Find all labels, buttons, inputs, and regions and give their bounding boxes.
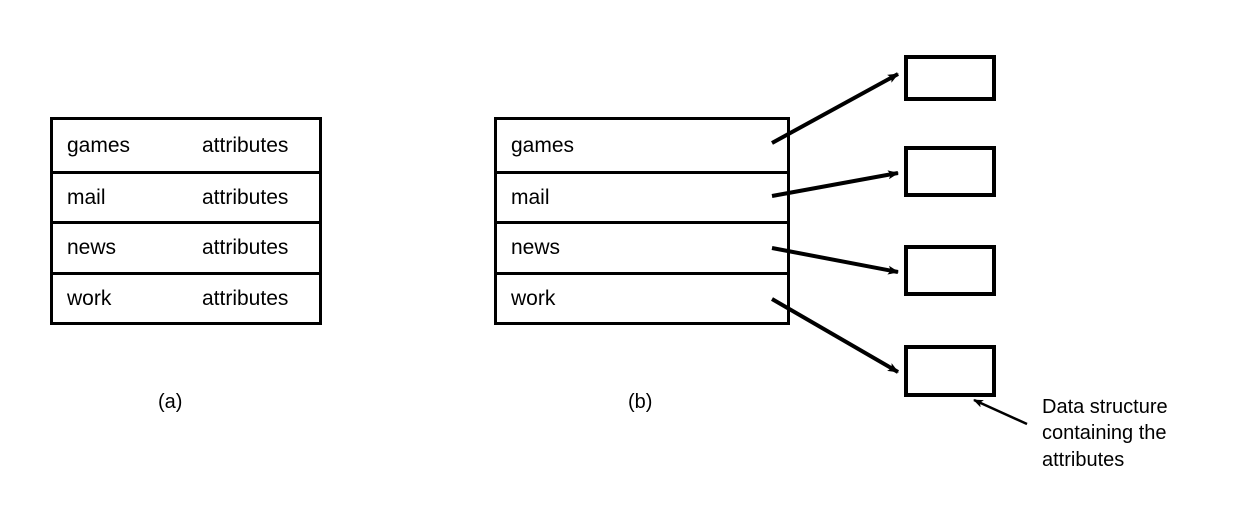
table-cell-key: work: [511, 286, 556, 310]
hash-table-a: games attributes mail attributes news at…: [50, 117, 322, 325]
table-row[interactable]: games attributes: [53, 120, 319, 171]
table-row[interactable]: work attributes: [53, 271, 319, 322]
table-row[interactable]: mail attributes: [53, 170, 319, 221]
pointer-arrow-news: [771, 246, 899, 275]
subcaption-a: (a): [158, 391, 183, 413]
annotation-line-3: attributes: [1042, 448, 1125, 471]
annotation-line-1: Data structure: [1042, 396, 1168, 418]
pointer-arrow-mail: [771, 170, 899, 198]
table-cell-value: attributes: [202, 133, 289, 157]
data-structure-box[interactable]: [904, 245, 996, 296]
table-cell-key: work: [67, 286, 112, 310]
data-structure-box[interactable]: [904, 55, 996, 101]
table-cell-key: mail: [67, 185, 106, 209]
table-cell-key: games: [511, 133, 575, 157]
table-cell-value: attributes: [202, 185, 289, 209]
annotation-leader-line: [973, 398, 1028, 426]
table-row[interactable]: games: [497, 120, 787, 171]
annotation-data-structure: Data structure containing the attributes: [1042, 394, 1168, 473]
table-row[interactable]: work: [497, 271, 787, 322]
data-structure-box[interactable]: [904, 146, 996, 197]
hash-table-b: games mail news work: [494, 117, 790, 325]
table-cell-value: attributes: [202, 286, 289, 310]
table-row[interactable]: mail: [497, 170, 787, 221]
annotation-line-2: containing the: [1042, 422, 1167, 445]
subcaption-b: (b): [628, 391, 653, 413]
table-cell-key: mail: [511, 185, 550, 209]
table-cell-key: games: [67, 133, 131, 157]
table-cell-value: attributes: [202, 236, 289, 260]
table-cell-key: news: [511, 236, 561, 260]
pointer-arrow-games: [771, 72, 899, 145]
table-row[interactable]: news attributes: [53, 221, 319, 272]
data-structure-box[interactable]: [904, 345, 996, 397]
pointer-arrow-work: [770, 297, 900, 374]
table-row[interactable]: news: [497, 221, 787, 272]
table-cell-key: news: [67, 236, 117, 260]
